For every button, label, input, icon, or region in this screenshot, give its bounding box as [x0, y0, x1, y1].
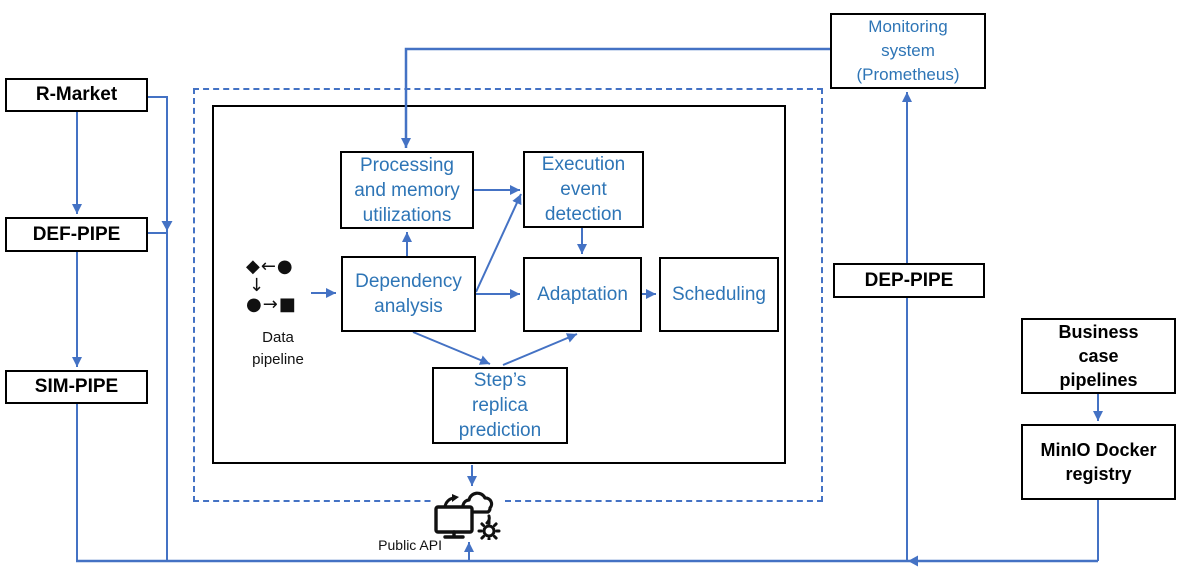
- edge-stepsreplica-adaptation: [502, 333, 578, 366]
- node-r-market: R-Market: [5, 78, 148, 112]
- arrowhead-into-defpipe-junction: [161, 221, 173, 231]
- edge-monitoring-feedback: [401, 47, 830, 148]
- node-execution-event-detection: Execution event detection: [523, 151, 644, 228]
- node-def-pipe: DEF-PIPE: [5, 217, 148, 252]
- data-pipeline-icon-row1: ◆←●: [246, 256, 294, 277]
- edge-dependency-stepsreplica: [412, 331, 491, 365]
- edge-rmarket-right-drop: [148, 96, 168, 561]
- node-sim-pipe: SIM-PIPE: [5, 370, 148, 404]
- node-minio-docker-registry: MinIO Docker registry: [1021, 424, 1176, 500]
- node-business-case-pipelines: Business case pipelines: [1021, 318, 1176, 394]
- public-api-label: Public API: [378, 537, 442, 553]
- data-pipeline-label: Data pipeline: [252, 329, 304, 368]
- node-adaptation: Adaptation: [523, 257, 642, 332]
- data-pipeline-icon-row2: ↓: [249, 275, 266, 296]
- data-pipeline-icon: ◆←● ↓ ●→■: [246, 257, 297, 314]
- node-monitoring-system: Monitoring system (Prometheus): [830, 13, 986, 89]
- node-dep-pipe: DEP-PIPE: [833, 263, 985, 298]
- node-processing-memory-utilizations: Processing and memory utilizations: [340, 151, 474, 229]
- node-dependency-analysis: Dependency analysis: [341, 256, 476, 332]
- public-api-icon: [433, 491, 505, 540]
- edge-dependency-execution: [475, 193, 522, 293]
- node-steps-replica-prediction: Step’s replica prediction: [432, 367, 568, 444]
- engine-solid-boundary: [212, 105, 786, 464]
- node-scheduling: Scheduling: [659, 257, 779, 332]
- orchestrator-dashed-boundary: [193, 88, 823, 502]
- data-pipeline-icon-row3: ●→■: [246, 294, 297, 315]
- arrowhead-minio-into-riser: [908, 555, 918, 567]
